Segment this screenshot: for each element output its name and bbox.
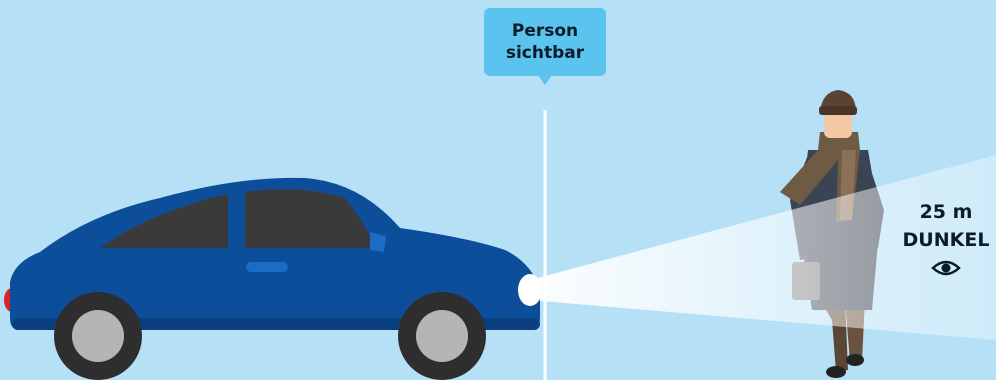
distance-label: 25 m DUNKEL (896, 198, 996, 278)
lighting-condition: DUNKEL (902, 229, 990, 251)
eye-icon (931, 260, 961, 276)
person-visible-callout: Person sichtbar (484, 8, 606, 85)
distance-value: 25 m (919, 201, 973, 223)
car (4, 177, 542, 380)
callout-line-2: sichtbar (505, 43, 585, 63)
callout-line-1: Person (511, 21, 579, 41)
headlight-beam (530, 155, 996, 340)
